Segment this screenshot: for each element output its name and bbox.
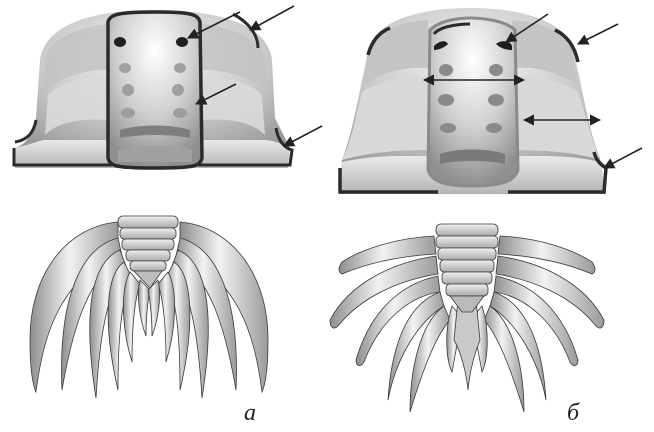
pygidium-b	[330, 224, 604, 412]
panel-label-b: б	[567, 401, 579, 425]
panel-label-a: а	[244, 401, 256, 425]
cephalon-a	[14, 6, 322, 168]
cephalon-b	[340, 8, 642, 194]
pygidium-a	[30, 216, 268, 398]
